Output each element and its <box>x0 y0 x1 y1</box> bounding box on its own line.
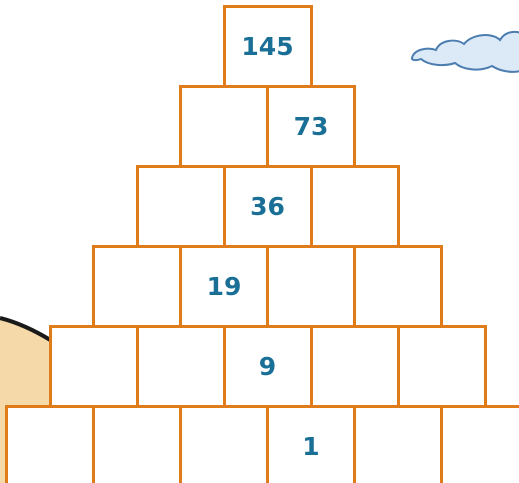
pyramid-cell-empty[interactable] <box>266 245 356 328</box>
pyramid-cell-empty[interactable] <box>49 325 139 408</box>
pyramid-cell-empty[interactable] <box>353 245 443 328</box>
pyramid-cell-filled[interactable]: 19 <box>179 245 269 328</box>
pyramid-cell-empty[interactable] <box>440 405 519 483</box>
pyramid-cell-filled[interactable]: 36 <box>223 165 313 248</box>
pyramid-cell-filled[interactable]: 73 <box>266 85 356 168</box>
pyramid-cell-filled[interactable]: 1 <box>266 405 356 483</box>
cloud-shape <box>412 32 519 72</box>
cloud-icon <box>412 32 519 72</box>
pyramid-cell-empty[interactable] <box>92 405 182 483</box>
pyramid-cell-empty[interactable] <box>310 165 400 248</box>
pyramid-cell-empty[interactable] <box>397 325 487 408</box>
pyramid-cell-empty[interactable] <box>353 405 443 483</box>
pyramid-cell-empty[interactable] <box>136 325 226 408</box>
pyramid-cell-empty[interactable] <box>92 245 182 328</box>
pyramid-cell-empty[interactable] <box>179 85 269 168</box>
pyramid-cell-empty[interactable] <box>310 325 400 408</box>
pyramid-cell-empty[interactable] <box>5 405 95 483</box>
pyramid-cell-filled[interactable]: 145 <box>223 5 313 88</box>
pyramid-cell-empty[interactable] <box>179 405 269 483</box>
pyramid-cell-empty[interactable] <box>136 165 226 248</box>
pyramid-cell-filled[interactable]: 9 <box>223 325 313 408</box>
